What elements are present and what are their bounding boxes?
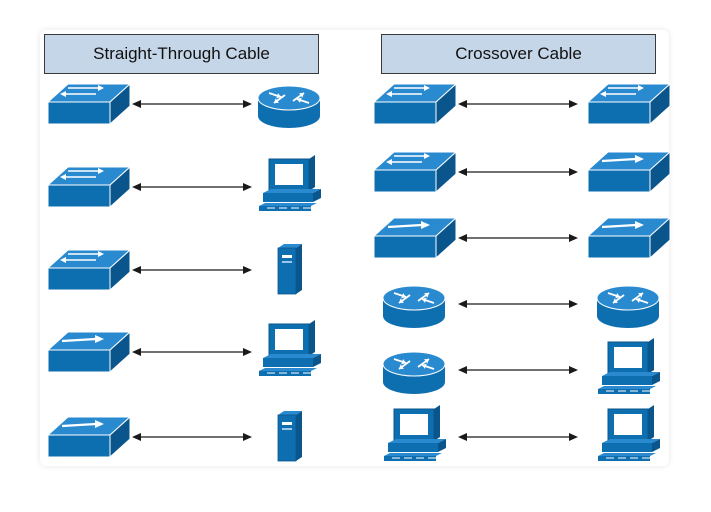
co-row5-pc-icon — [598, 338, 660, 394]
st-row3-cable-arrow — [132, 266, 252, 274]
st-row4-pc-icon — [259, 320, 321, 376]
straight-through-header: Straight-Through Cable — [44, 34, 319, 74]
co-row1-switch-icon — [372, 80, 458, 126]
st-row3-switch-icon — [46, 246, 132, 292]
st-row1-cable-arrow — [132, 100, 252, 108]
co-row6-pc-icon — [384, 405, 446, 461]
st-row1-router-icon — [257, 85, 321, 128]
st-row2-pc-icon — [259, 155, 321, 211]
st-row5-server-icon — [277, 411, 302, 462]
st-row3-server-icon — [277, 244, 302, 295]
co-row6-pc-icon — [598, 405, 660, 461]
co-row4-router-icon — [382, 285, 446, 328]
st-row4-cable-arrow — [132, 348, 252, 356]
co-row1-cable-arrow — [458, 100, 578, 108]
straight-through-title: Straight-Through Cable — [93, 44, 270, 63]
co-row6-cable-arrow — [458, 433, 578, 441]
co-row2-switch-icon — [372, 148, 458, 194]
co-row2-cable-arrow — [458, 168, 578, 176]
st-row2-switch-icon — [46, 163, 132, 209]
co-row3-hub-icon — [372, 216, 458, 260]
st-row1-switch-icon — [46, 80, 132, 126]
co-row5-cable-arrow — [458, 366, 578, 374]
co-row1-switch-icon — [586, 80, 672, 126]
st-row5-hub-icon — [46, 415, 132, 459]
st-row5-cable-arrow — [132, 433, 252, 441]
st-row2-cable-arrow — [132, 183, 252, 191]
co-row3-hub-icon — [586, 216, 672, 260]
st-row4-hub-icon — [46, 330, 132, 374]
co-row4-cable-arrow — [458, 300, 578, 308]
co-row4-router-icon — [596, 285, 660, 328]
crossover-header: Crossover Cable — [381, 34, 656, 74]
co-row3-cable-arrow — [458, 234, 578, 242]
diagram-card — [40, 30, 669, 466]
crossover-title: Crossover Cable — [455, 44, 582, 63]
co-row5-router-icon — [382, 351, 446, 394]
co-row2-hub-icon — [586, 150, 672, 194]
